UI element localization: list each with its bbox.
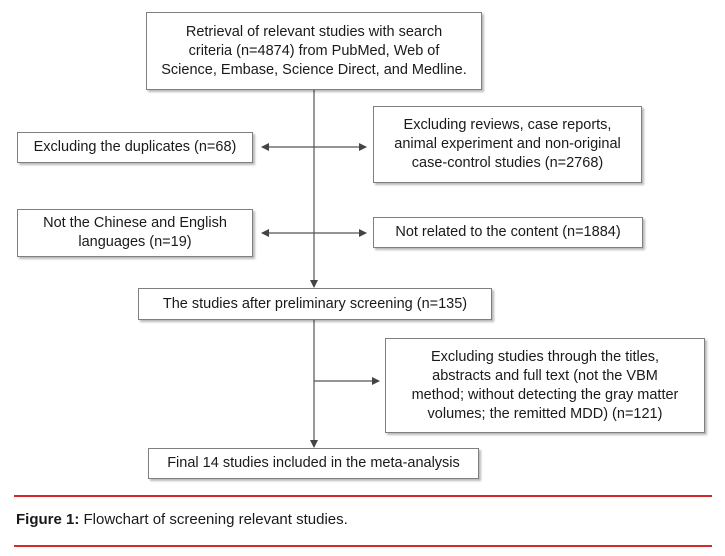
caption-rule-bottom (14, 545, 712, 547)
caption-label: Figure 1: (16, 511, 80, 528)
box-preliminary-text: The studies after preliminary screening … (162, 295, 468, 312)
box-final-text: Final 14 studies included in the meta-an… (167, 455, 460, 471)
box-duplicates: Excluding the duplicates (n=68) (17, 132, 253, 163)
box-titles: Excluding studies through the titles, ab… (385, 338, 705, 433)
box-preliminary: The studies after preliminary screening … (138, 288, 492, 320)
box-titles-text: Excluding studies through the titles, ab… (411, 348, 679, 422)
box-language: Not the Chinese and English languages (n… (17, 209, 253, 257)
box-language-text: Not the Chinese and English languages (n… (43, 215, 227, 250)
box-reviews: Excluding reviews, case reports, animal … (373, 106, 642, 183)
figure-caption: Figure 1: Flowchart of screening relevan… (16, 510, 348, 530)
box-retrieval: Retrieval of relevant studies with searc… (146, 12, 482, 90)
box-retrieval-text: Retrieval of relevant studies with searc… (161, 23, 467, 78)
box-content: Not related to the content (n=1884) (373, 217, 643, 248)
caption-text: Flowchart of screening relevant studies. (79, 511, 348, 528)
box-duplicates-text: Excluding the duplicates (n=68) (33, 139, 237, 155)
box-final: Final 14 studies included in the meta-an… (148, 448, 479, 479)
box-content-text: Not related to the content (n=1884) (395, 224, 621, 240)
caption-rule-top (14, 495, 712, 497)
box-reviews-text: Excluding reviews, case reports, animal … (394, 117, 621, 171)
